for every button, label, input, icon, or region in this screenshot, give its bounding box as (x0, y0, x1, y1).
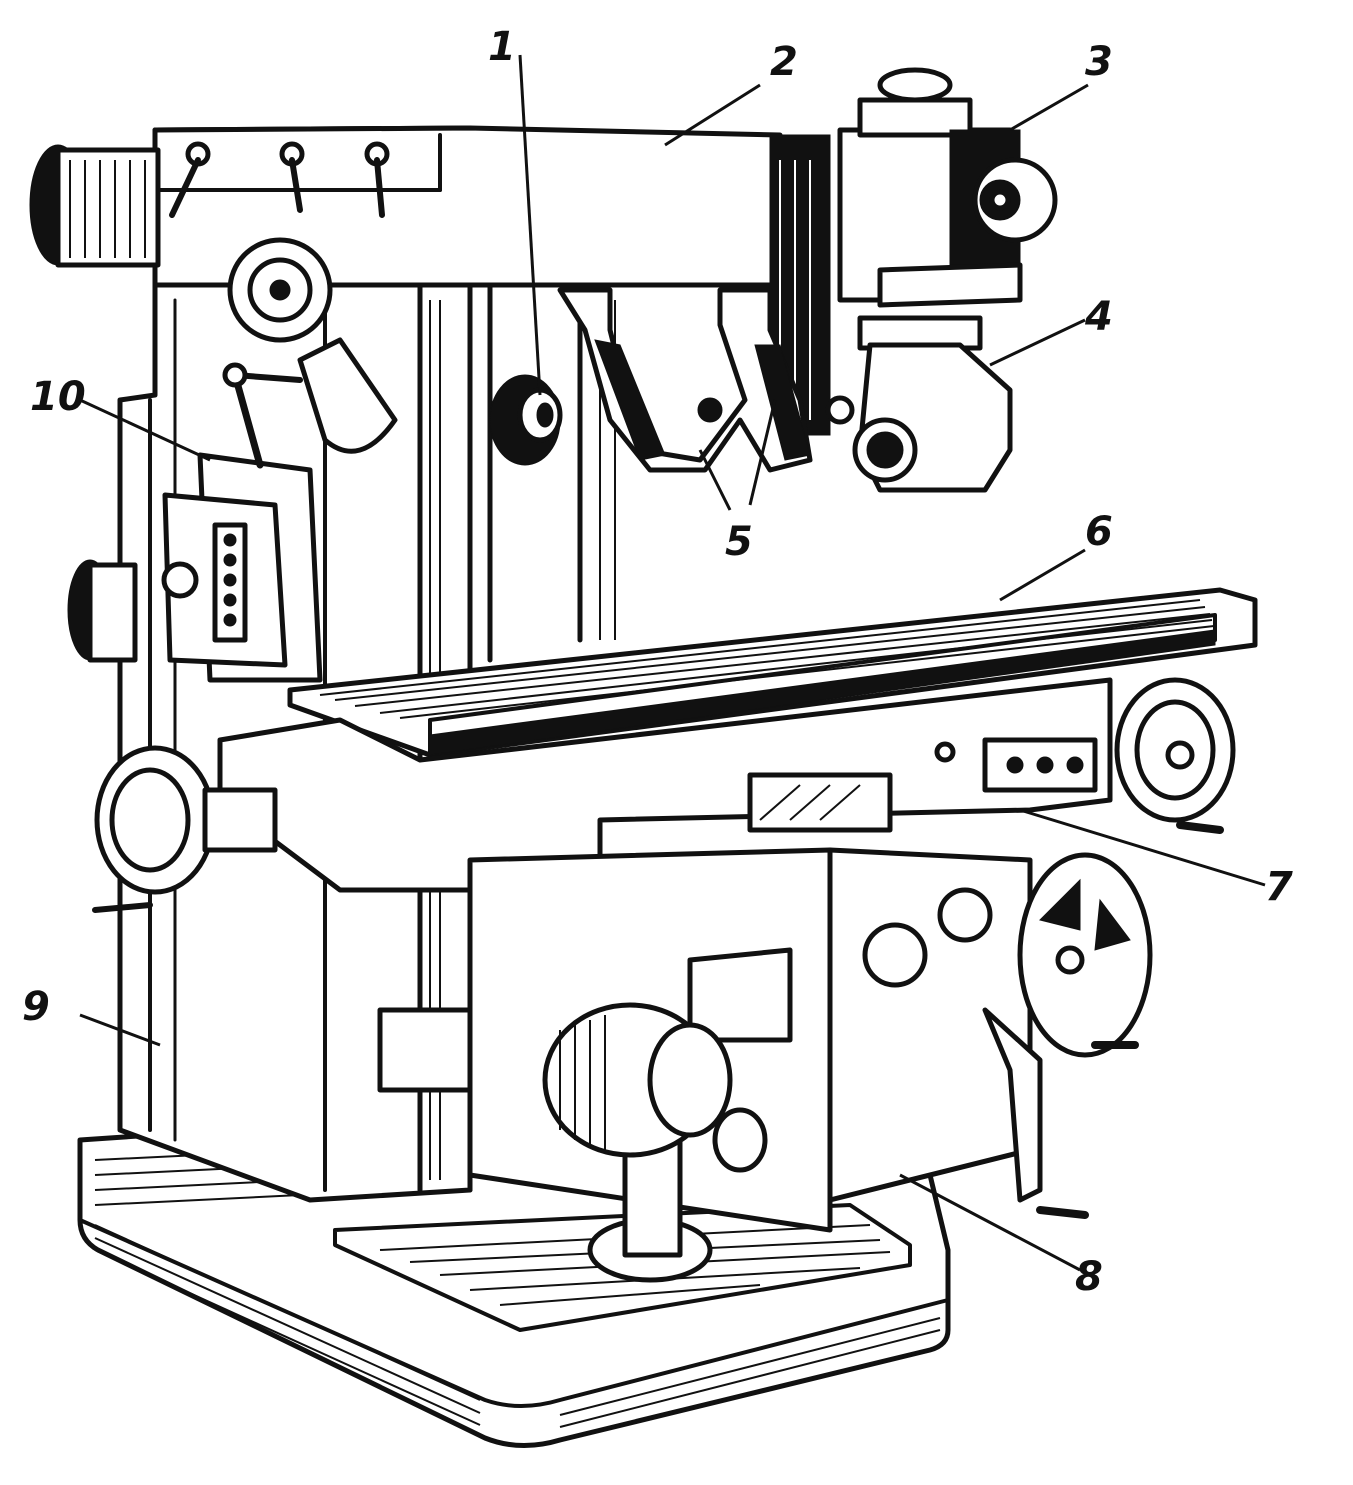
knob-icon (67, 559, 199, 663)
callout-7: 7 (1265, 864, 1293, 910)
callout-1: 1 (488, 24, 516, 70)
handwheel-icon (972, 157, 1058, 243)
knob-icon (489, 374, 563, 466)
overarm (152, 125, 831, 436)
handwheel-icon (92, 745, 278, 913)
handwheel-icon (227, 237, 333, 343)
main-motor (29, 144, 161, 268)
callout-4: 4 (1084, 294, 1113, 340)
callout-8: 8 (1075, 1254, 1103, 1300)
control-panel (162, 337, 398, 683)
callout-3: 3 (1085, 39, 1113, 85)
callout-5: 5 (725, 519, 753, 565)
spindle-head (825, 67, 1058, 493)
callout-2: 2 (770, 39, 798, 85)
knee (377, 847, 1153, 1233)
callout-10: 10 (30, 374, 86, 420)
handwheel-icon (982, 852, 1153, 1219)
callout-leaders (79, 54, 1266, 1272)
callout-9: 9 (22, 984, 50, 1030)
work-table (287, 587, 1258, 758)
braces (557, 287, 813, 473)
handwheel-icon (1114, 677, 1236, 834)
elevating-screw (542, 1002, 768, 1283)
saddle (92, 677, 1236, 913)
callout-6: 6 (1085, 509, 1113, 555)
callout-labels: 1 2 3 4 5 6 7 8 9 10 (22, 24, 1293, 1300)
lever-icon (169, 141, 390, 218)
